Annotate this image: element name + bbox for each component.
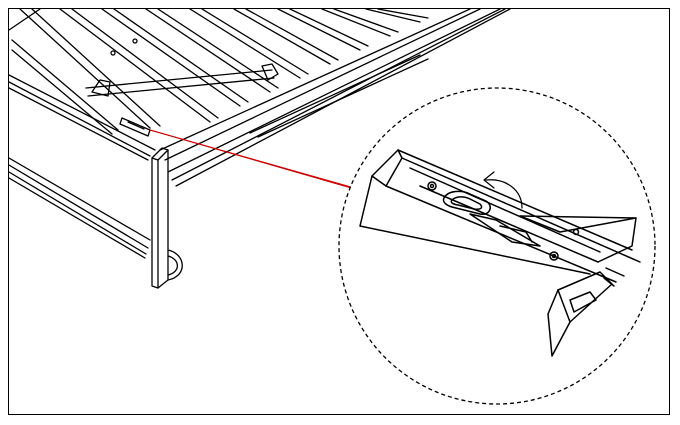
rotation-arrow-icon	[483, 171, 523, 209]
bed-slats	[11, 9, 429, 135]
callout-circle	[338, 87, 656, 405]
side-rail	[159, 9, 511, 187]
detail-callout	[338, 87, 656, 405]
bed-frame-illustration	[9, 9, 511, 289]
frame-edge	[9, 9, 156, 259]
support-strut	[85, 38, 279, 97]
magnified-fitting	[359, 149, 641, 357]
lock-fitting	[119, 117, 151, 137]
bed-leg	[151, 147, 183, 289]
